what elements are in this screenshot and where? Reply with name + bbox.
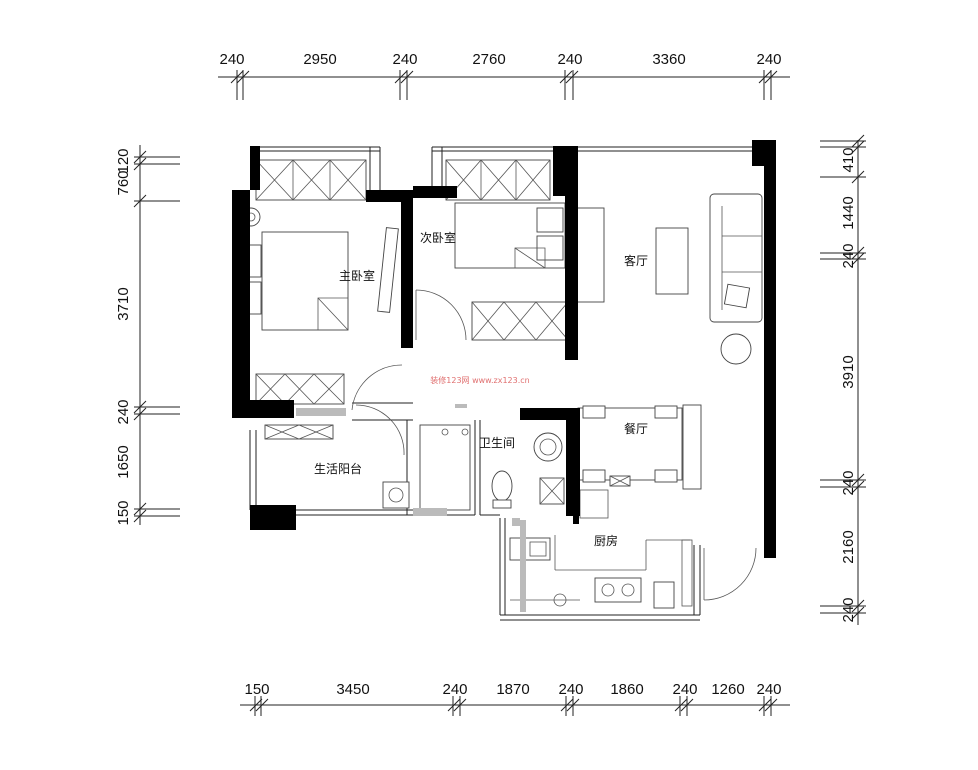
stove bbox=[594, 577, 642, 603]
left-dim-6: 150 bbox=[115, 500, 132, 525]
furniture bbox=[241, 193, 763, 609]
bottom-dim-9: 240 bbox=[756, 681, 781, 698]
wash-basin bbox=[533, 432, 563, 462]
hatched-walls bbox=[296, 404, 526, 612]
left-dim-1: 120 bbox=[115, 148, 132, 173]
top-dim-3: 240 bbox=[392, 51, 417, 68]
left-dim-2: 760 bbox=[115, 170, 132, 195]
bottom-dim-1: 150 bbox=[244, 681, 269, 698]
dining-table bbox=[577, 407, 683, 481]
shower-area bbox=[419, 424, 471, 511]
room-labels: 主卧室 次卧室 客厅 餐厅 卫生间 生活阳台 厨房 bbox=[314, 230, 648, 548]
right-dim-2: 1440 bbox=[840, 196, 857, 229]
right-dim-1: 410 bbox=[840, 147, 857, 172]
top-dim-1: 240 bbox=[219, 51, 244, 68]
left-dim-4: 240 bbox=[115, 399, 132, 424]
bottom-dimension-chain: 150 3450 240 1870 240 1860 240 1260 240 bbox=[240, 681, 790, 716]
right-dim-6: 2160 bbox=[840, 530, 857, 563]
top-dim-2: 2950 bbox=[303, 51, 336, 68]
round-side-table bbox=[720, 333, 752, 365]
left-dim-5: 1650 bbox=[115, 445, 132, 478]
top-dim-4: 2760 bbox=[472, 51, 505, 68]
washing-machine bbox=[382, 481, 410, 509]
coffee-table bbox=[655, 227, 689, 295]
master-bed bbox=[261, 231, 349, 331]
label-second-bedroom: 次卧室 bbox=[420, 230, 456, 245]
tv-cabinet bbox=[575, 207, 605, 303]
bottom-dim-4: 1870 bbox=[496, 681, 529, 698]
label-master-bedroom: 主卧室 bbox=[339, 268, 375, 283]
watermark-text: 装修123网 www.zx123.cn bbox=[430, 375, 529, 385]
bottom-dim-7: 240 bbox=[672, 681, 697, 698]
toilet bbox=[491, 470, 513, 502]
label-kitchen: 厨房 bbox=[594, 533, 618, 548]
right-dim-7: 240 bbox=[840, 597, 857, 622]
label-bathroom: 卫生间 bbox=[479, 436, 515, 450]
top-dim-7: 240 bbox=[756, 51, 781, 68]
left-dim-3: 3710 bbox=[115, 287, 132, 320]
label-dining-room: 餐厅 bbox=[624, 421, 648, 436]
right-dim-4: 3910 bbox=[840, 355, 857, 388]
bottom-dim-2: 3450 bbox=[336, 681, 369, 698]
bottom-dim-8: 1260 bbox=[711, 681, 744, 698]
door-swings bbox=[351, 289, 757, 601]
top-dim-5: 240 bbox=[557, 51, 582, 68]
master-wardrobe-door bbox=[377, 227, 399, 313]
bottom-dim-5: 240 bbox=[558, 681, 583, 698]
left-dimension-chain: 120 760 3710 240 1650 150 bbox=[115, 145, 180, 526]
bottom-dim-3: 240 bbox=[442, 681, 467, 698]
label-utility-balcony: 生活阳台 bbox=[314, 461, 362, 476]
cabinets bbox=[255, 159, 569, 440]
dining-sideboard bbox=[682, 404, 702, 490]
bottom-dim-6: 1860 bbox=[610, 681, 643, 698]
outline-walls bbox=[249, 146, 752, 621]
right-dim-3: 240 bbox=[840, 243, 857, 268]
right-dim-5: 240 bbox=[840, 470, 857, 495]
label-living-room: 客厅 bbox=[624, 253, 648, 268]
structural-walls bbox=[232, 140, 776, 558]
fridge bbox=[653, 581, 675, 609]
top-dim-6: 3360 bbox=[652, 51, 685, 68]
right-dimension-chain: 410 1440 240 3910 240 2160 240 bbox=[820, 134, 866, 625]
top-dimension-chain: 240 2950 240 2760 240 3360 240 bbox=[218, 51, 790, 100]
